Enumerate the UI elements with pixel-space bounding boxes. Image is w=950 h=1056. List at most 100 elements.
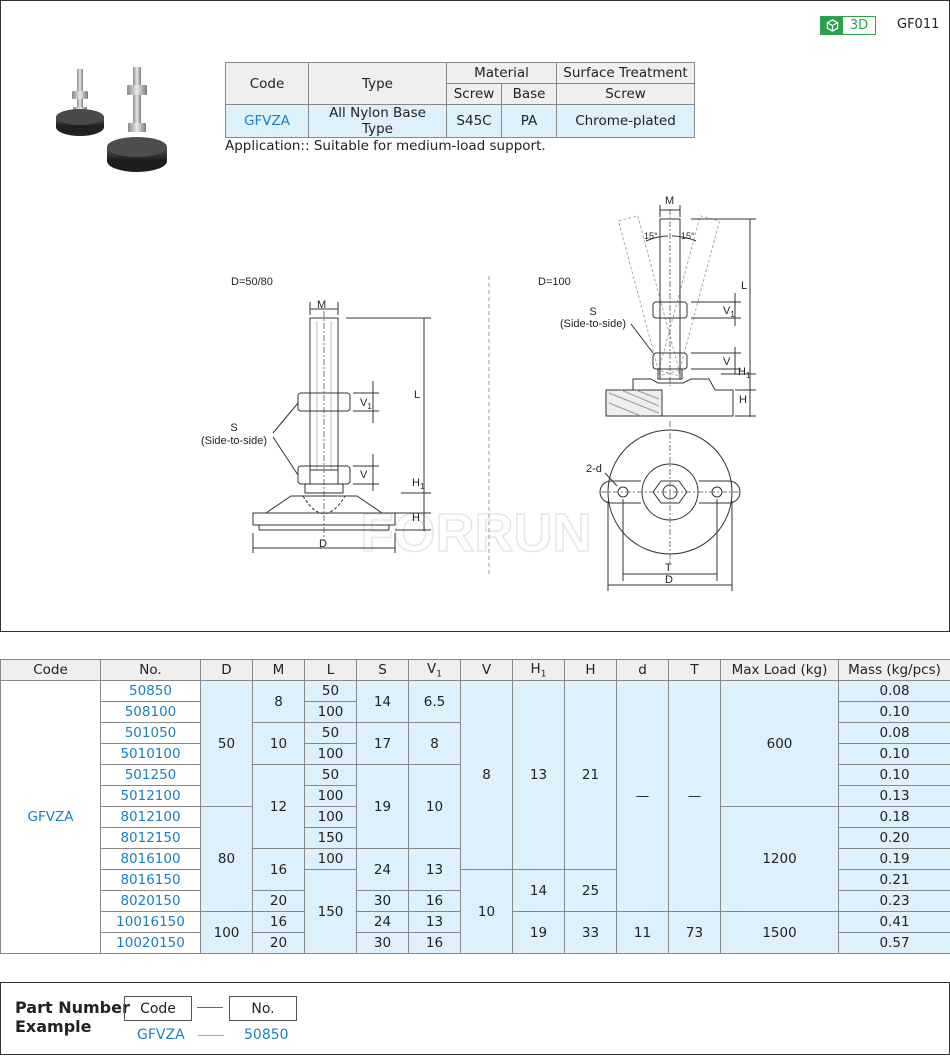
cell-l: 100 [304,806,357,828]
table-row: 10020150 20 30 16 0.57 [1,932,950,954]
cell-mass: 0.21 [838,869,950,891]
right-s-label: S [589,306,596,318]
part-number-title-line2: Example [15,1017,92,1036]
no-link[interactable]: 8020150 [100,890,201,912]
hole-label: 2-d [586,463,602,475]
col-t: T [668,659,721,681]
no-link[interactable]: 508100 [100,701,201,723]
left-h-label: H [412,512,420,524]
pn-value-separator [198,1035,224,1036]
cell-small-d: 11 [616,911,669,954]
cell-m: 20 [252,932,305,954]
no-link[interactable]: 8012100 [100,806,201,828]
data-table-header: Code No. D M L S V1 V H1 H d T Max Load … [0,659,950,681]
cell-l: 100 [304,785,357,807]
no-link[interactable]: 8012150 [100,827,201,849]
right-h1-label: H1 [738,366,751,380]
cell-m: 20 [252,890,305,912]
cell-mass: 0.19 [838,848,950,870]
col-l: L [304,659,357,681]
cell-d: 50 [200,680,253,807]
cell-h1: 19 [512,911,565,954]
table-row: 8016100 16 100 24 13 0.19 [1,848,950,891]
no-link[interactable]: 501050 [100,722,201,744]
cell-s: 14 [356,680,409,723]
right-l-label: L [741,280,747,292]
col-v: V [460,659,513,681]
cell-mass: 0.13 [838,785,950,807]
cell-v1: 16 [408,890,461,912]
right-h-label: H [739,394,747,406]
cell-s: 30 [356,932,409,954]
left-h1-label: H1 [412,477,425,491]
col-m: M [252,659,305,681]
cell-max-load: 1200 [720,806,839,912]
cell-mass: 0.08 [838,722,950,744]
table-row: 5010100 100 0.10 [1,743,950,765]
pn-code-value: GFVZA [137,1027,185,1043]
cell-v1: 13 [408,911,461,933]
spec-base-header: Base [501,83,557,105]
cell-l: 50 [304,722,357,744]
part-number-panel: Part Number Example Code No. GFVZA 50850 [0,982,950,1055]
table-row: 8012100 80 100 1200 0.18 [1,806,950,912]
no-link[interactable]: 50850 [100,680,201,702]
col-d: D [200,659,253,681]
col-v1: V1 [408,659,461,681]
cell-mass: 0.18 [838,806,950,828]
no-link[interactable]: 5012100 [100,785,201,807]
product-photo [56,67,167,172]
col-no: No. [100,659,201,681]
pn-separator [197,1007,223,1008]
cell-d: 100 [200,911,253,954]
cell-mass: 0.20 [838,827,950,849]
spec-material-header: Material [446,62,557,84]
3d-model-button[interactable]: 3D [820,16,876,35]
left-d-label: D [319,538,327,550]
table-row: 8012150 150 0.20 [1,827,950,849]
pn-no-box: No. [229,996,297,1021]
cell-s: 30 [356,890,409,912]
col-h: H [564,659,617,681]
no-link[interactable]: 10016150 [100,911,201,933]
cell-h: 33 [564,911,617,954]
no-link[interactable]: 10020150 [100,932,201,954]
row-code-link[interactable]: GFVZA [0,680,101,954]
cell-h: 21 [564,680,617,870]
col-small-d: d [616,659,669,681]
technical-drawing: FORRUN D=50/80 [201,195,756,591]
cell-v1: 10 [408,764,461,849]
table-row: 8016150 150 10 14 25 0.21 [1,869,950,954]
cell-small-d: — [616,680,669,912]
cell-l: 150 [304,869,357,954]
no-link[interactable]: 8016100 [100,848,201,870]
cell-m: 16 [252,848,305,891]
cell-v1: 16 [408,932,461,954]
cell-d: 80 [200,806,253,912]
application-text: Application:: Suitable for medium-load s… [225,138,546,154]
no-link[interactable]: 501250 [100,764,201,786]
cell-max-load: 600 [720,680,839,807]
cell-h: 25 [564,869,617,912]
right-t-label: T [665,562,672,574]
no-link[interactable]: 8016150 [100,869,201,891]
col-max-load: Max Load (kg) [720,659,839,681]
cell-mass: 0.10 [838,743,950,765]
cell-h1: 14 [512,869,565,912]
cell-l: 50 [304,680,357,702]
spec-code-link[interactable]: GFVZA [225,104,309,138]
spec-surface-screw-header: Screw [556,83,695,105]
cell-m: 12 [252,764,305,849]
spec-code-header: Code [225,62,309,105]
cell-s: 17 [356,722,409,765]
spec-surface-value: Chrome-plated [556,104,695,138]
right-v-label: V [723,356,731,368]
cell-t: — [668,680,721,912]
cell-m: 8 [252,680,305,723]
right-m-label: M [665,195,674,207]
cell-l: 100 [304,701,357,723]
table-row: 508100 100 0.10 [1,701,950,723]
cube-icon [821,17,843,34]
cell-v: 8 [460,680,513,870]
no-link[interactable]: 5010100 [100,743,201,765]
